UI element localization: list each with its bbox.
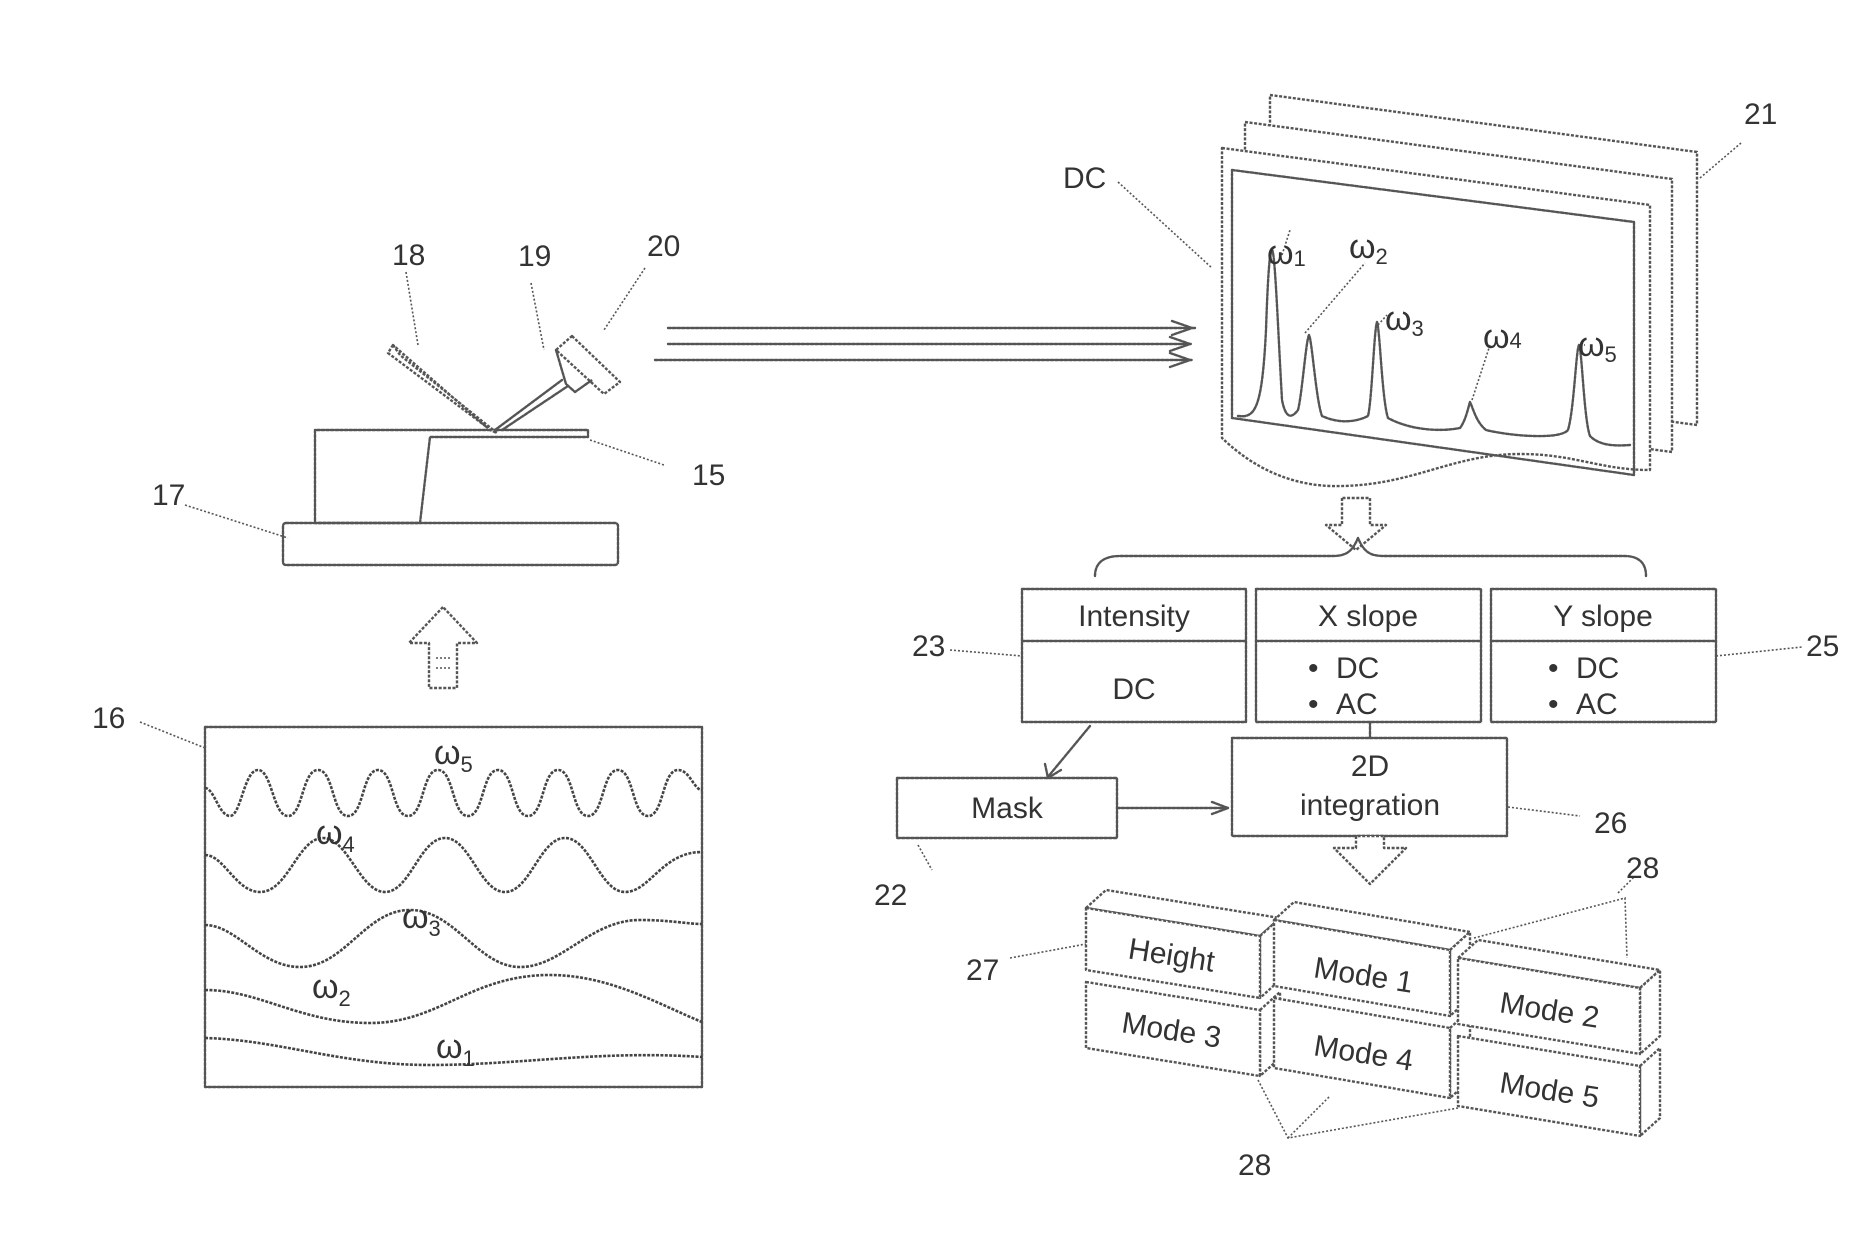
spectrum-dc-label: DC	[1063, 162, 1106, 195]
ref-18: 18	[392, 239, 425, 272]
ref-17: 17	[152, 479, 185, 512]
up-arrow-icon	[409, 607, 477, 688]
wave-w5	[205, 770, 702, 816]
intensity-value: DC	[1112, 673, 1155, 706]
y-slope-bullet-2: •	[1548, 688, 1559, 721]
spectrum-front-frame	[1222, 148, 1650, 486]
wave-label-w2: ω2	[312, 968, 351, 1011]
x-slope-dc: DC	[1336, 652, 1379, 685]
output-blocks: Height Mode 3 Mode 1 Mode 4 Mode 2 Mode …	[1086, 890, 1660, 1136]
ref-20: 20	[647, 230, 680, 263]
header-y-slope: Y slope	[1553, 600, 1653, 633]
wave-w2	[205, 975, 702, 1023]
sample-block	[315, 430, 588, 523]
spectrum-stack	[1222, 95, 1697, 486]
ref-15: 15	[692, 459, 725, 492]
x-slope-ac: AC	[1336, 688, 1378, 721]
y-slope-dc: DC	[1576, 652, 1619, 685]
brace	[1095, 538, 1646, 576]
x-slope-bullet-2: •	[1308, 688, 1319, 721]
wave-label-w3: ω3	[402, 898, 441, 941]
integration-label-2: integration	[1300, 789, 1440, 822]
header-intensity: Intensity	[1078, 600, 1190, 633]
ref-16: 16	[92, 702, 125, 735]
ref-21: 21	[1744, 98, 1777, 131]
x-slope-bullet-1: •	[1308, 652, 1319, 685]
integration-label-1: 2D	[1351, 750, 1389, 783]
actuator-20	[556, 336, 620, 394]
header-x-slope: X slope	[1318, 600, 1418, 633]
down-arrow-2-icon	[1334, 836, 1406, 884]
ref-23: 23	[912, 630, 945, 663]
ref-19: 19	[518, 240, 551, 273]
wave-label-w4: ω4	[316, 814, 355, 857]
ref-22: 22	[874, 879, 907, 912]
y-slope-bullet-1: •	[1548, 652, 1559, 685]
slope-table: Intensity X slope Y slope DC • DC • AC •…	[1022, 589, 1716, 722]
wave-w3	[205, 910, 702, 967]
wave-w4	[205, 838, 702, 892]
ref-25: 25	[1806, 630, 1839, 663]
ref-28-bottom: 28	[1238, 1149, 1271, 1182]
ref-28-top: 28	[1626, 852, 1659, 885]
probe-18	[388, 345, 497, 433]
stage	[283, 523, 618, 565]
mask-label: Mask	[971, 792, 1044, 825]
probe-19	[495, 380, 568, 430]
wave-label-w1: ω1	[436, 1028, 475, 1071]
y-slope-ac: AC	[1576, 688, 1618, 721]
wave-label-w5: ω5	[434, 734, 473, 777]
signal-arrows	[655, 321, 1195, 367]
ref-27: 27	[966, 954, 999, 987]
ref-26: 26	[1594, 807, 1627, 840]
probe-apparatus	[283, 336, 620, 565]
